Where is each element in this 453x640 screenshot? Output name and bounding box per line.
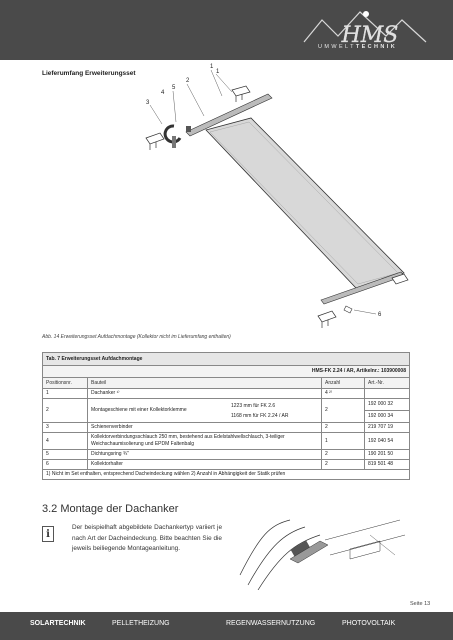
table-row: 3 Schienenverbinder 2 219 707 19 — [42, 422, 410, 433]
table-product: HMS-FK 2.24 / AR, Artikelnr.: 103900008 — [42, 365, 410, 378]
callout-1b: 1 — [216, 69, 220, 75]
col-art: Art.-Nr. — [364, 377, 410, 389]
callout-2: 2 — [186, 78, 190, 84]
page-footer — [0, 612, 453, 640]
parts-table: Tab. 7 Erweiterungsset Aufdachmontage HM… — [42, 352, 410, 480]
table-footnote: 1) Nicht im Set enthalten, entsprechend … — [42, 469, 410, 480]
col-pos: Positionsnr. — [42, 377, 88, 389]
col-qty: Anzahl — [321, 377, 365, 389]
expansion-set-figure: 1 1 2 3 4 5 6 — [145, 64, 409, 328]
footer-item-regenwassernutzung: REGENWASSERNUTZUNG — [226, 620, 316, 627]
roof-anchor-top-right — [231, 85, 251, 102]
table-row: 4 Kollektorverbindungsschlauch 250 mm, b… — [42, 432, 410, 450]
callout-6: 6 — [378, 312, 382, 318]
page-header — [0, 0, 453, 60]
info-icon: i — [42, 526, 54, 542]
hms-logo: HMS — [303, 11, 427, 48]
roof-anchor-installation-figure — [239, 519, 406, 590]
logo-subtitle: UMWELTTECHNIK — [318, 44, 398, 50]
footer-item-pelletheizung: PELLETHEIZUNG — [112, 620, 170, 627]
col-part: Bauteil — [87, 377, 322, 389]
table-row: 6 Kollektorhalter 2 819 501 48 — [42, 459, 410, 470]
table-row: 5 Dichtungsring ¾" 2 190 201 50 — [42, 449, 410, 460]
table-row: 2 Montageschiene mit einer Kollektorklem… — [42, 398, 410, 423]
table-title: Tab. 7 Erweiterungsset Aufdachmontage — [42, 352, 410, 366]
callout-3: 3 — [146, 100, 150, 106]
section-title: Lieferumfang Erweiterungsset — [42, 70, 136, 77]
info-text: Der beispielhaft abgebildete Dachankerty… — [72, 524, 222, 553]
table-row: 1 Dachanker ¹⁾ 4 ²⁾ — [42, 388, 410, 399]
footer-brand: SOLARTECHNIK — [30, 620, 86, 627]
footer-item-photovoltaik: PHOTOVOLTAIK — [342, 620, 396, 627]
callout-1a: 1 — [210, 64, 214, 70]
callout-4: 4 — [161, 90, 165, 96]
logo-text: HMS — [341, 23, 399, 48]
callout-5: 5 — [172, 85, 176, 91]
section-heading-3-2: 3.2 Montage der Dachanker — [42, 503, 179, 515]
roof-anchor-top-left — [145, 132, 165, 150]
page-number: Seite 13 — [410, 601, 431, 607]
figure-caption: Abb. 14 Erweiterungsset Aufdachmontage (… — [42, 334, 231, 340]
